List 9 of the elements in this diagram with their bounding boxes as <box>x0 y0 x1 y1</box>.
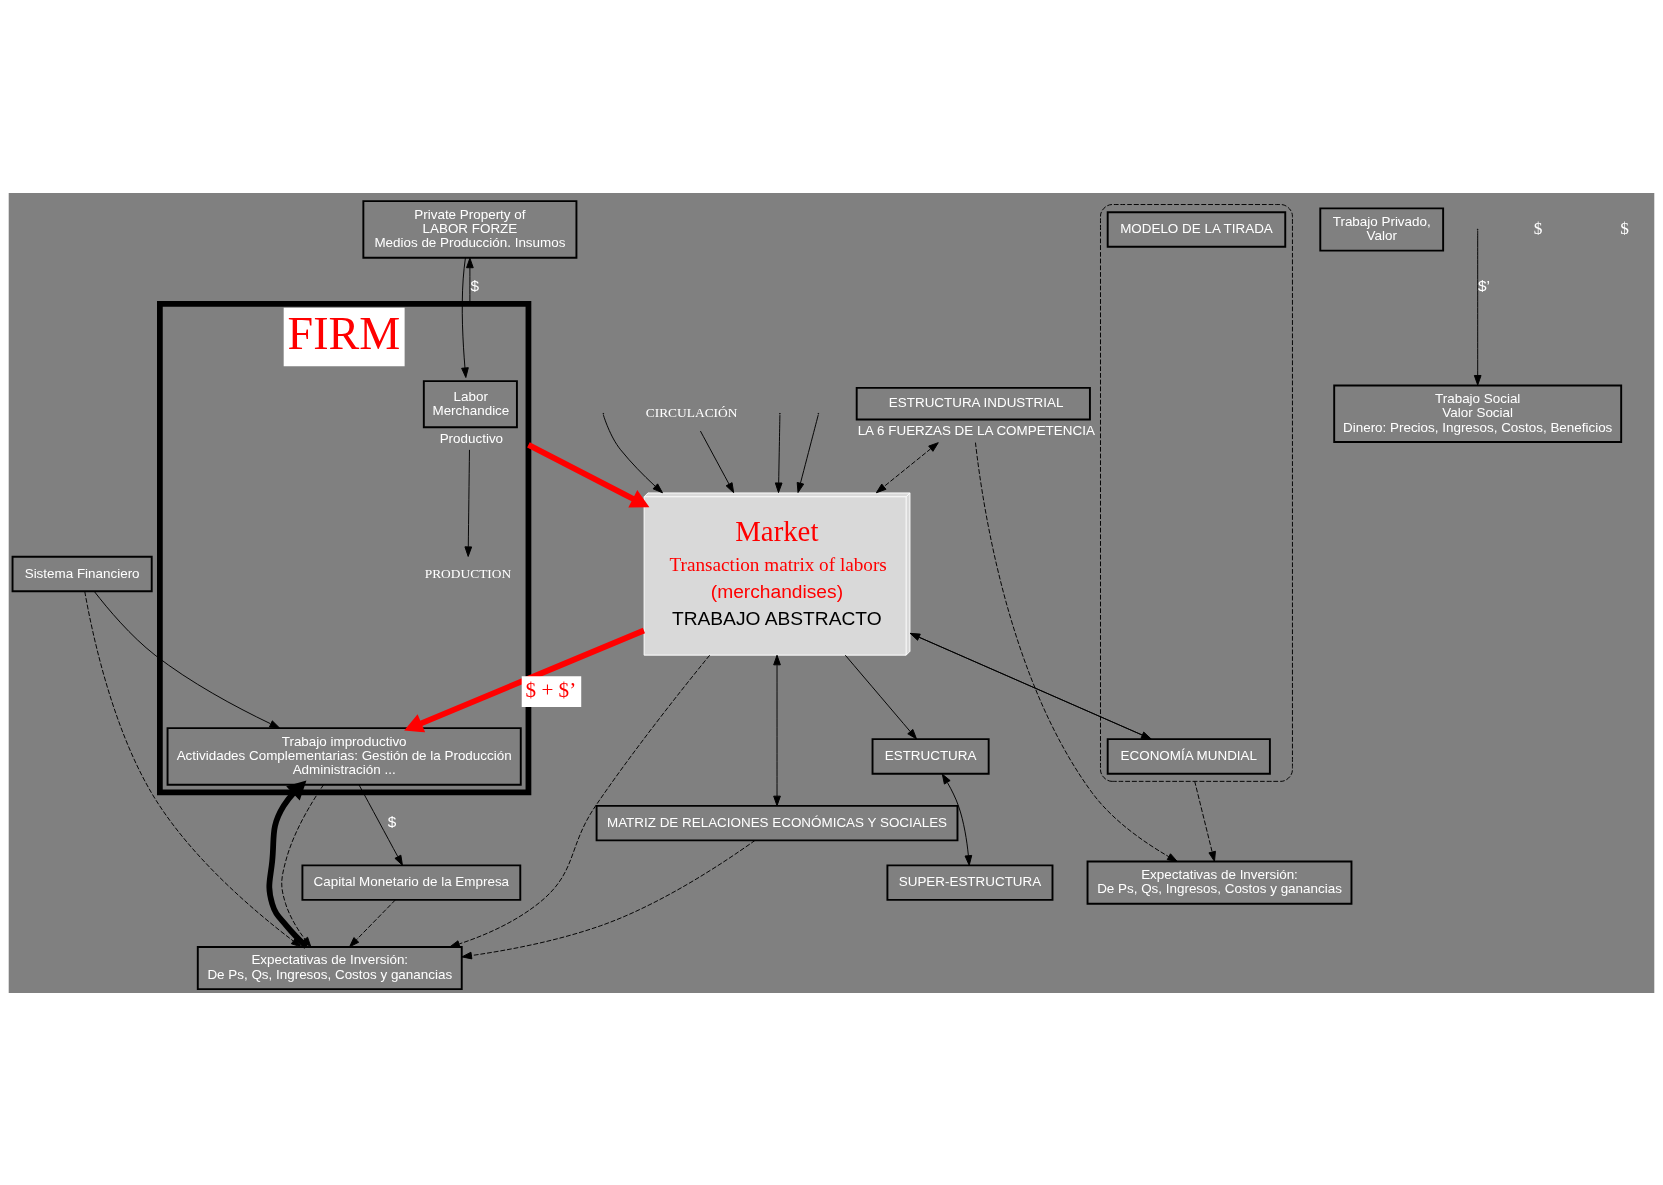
node-label: LA 6 FUERZAS DE LA COMPETENCIA <box>857 422 1095 438</box>
edge-label: $’ <box>1477 276 1490 294</box>
edge-label: $ <box>470 276 479 294</box>
label: $ <box>1620 218 1629 238</box>
node-text: CIRCULACIÓN <box>645 404 738 420</box>
node-text: PRODUCTION <box>424 565 512 581</box>
label: $ <box>1533 218 1543 238</box>
edge-label: $ <box>387 812 397 830</box>
node-label: Productivo <box>439 430 504 446</box>
